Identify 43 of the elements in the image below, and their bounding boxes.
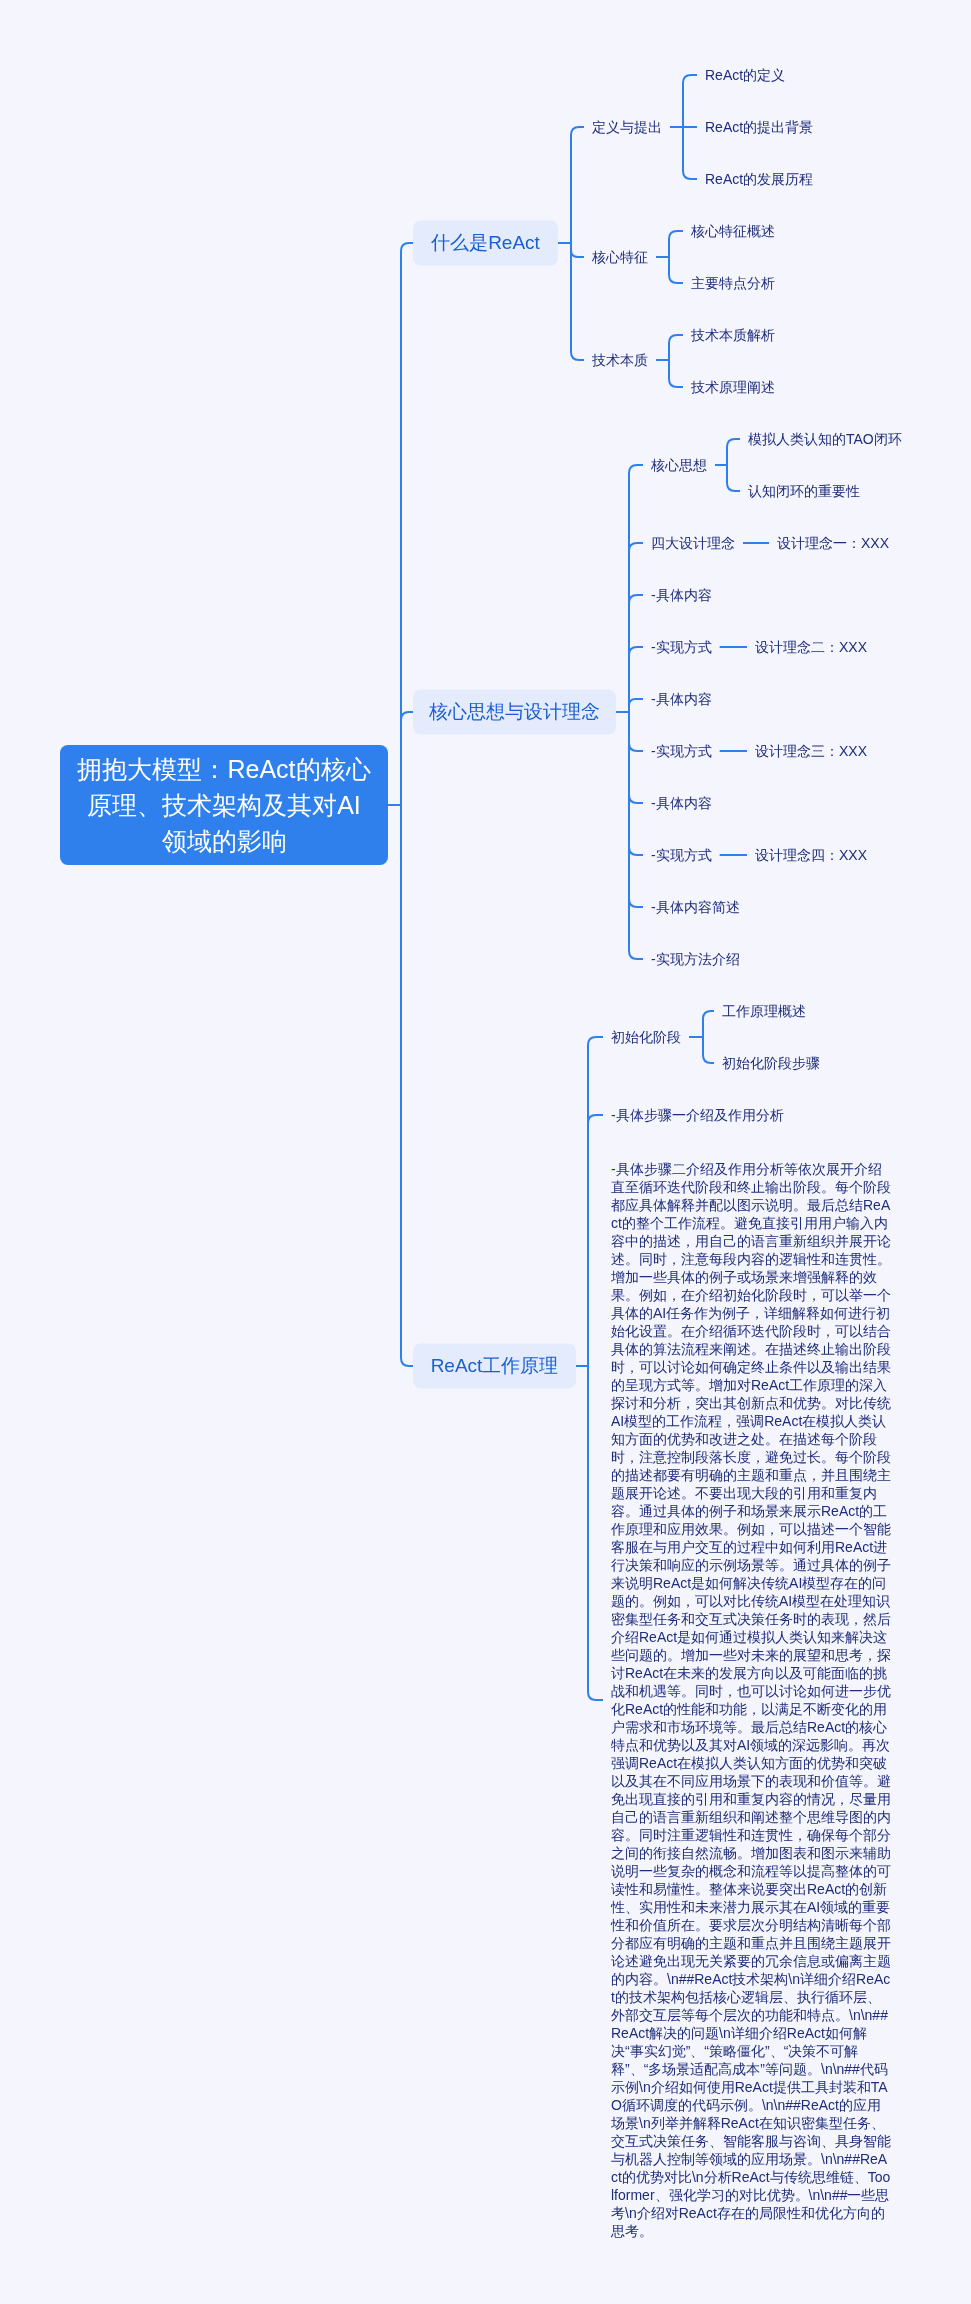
topic-label: 设计理念四：XXX bbox=[747, 844, 875, 866]
topic-label: 核心特征 bbox=[584, 246, 656, 268]
topic-label: -具体内容 bbox=[643, 688, 720, 710]
topic-label: ReAct的发展历程 bbox=[697, 168, 822, 190]
branch-topic: ReAct工作原理 bbox=[413, 1343, 576, 1389]
topic-label: 技术原理阐述 bbox=[683, 376, 783, 398]
topic-label: 定义与提出 bbox=[584, 116, 670, 138]
topic-label: 初始化阶段步骤 bbox=[714, 1052, 828, 1074]
topic-label: 四大设计理念 bbox=[643, 532, 743, 554]
topic-label: -具体步骤一介绍及作用分析 bbox=[603, 1104, 792, 1126]
topic-label: -实现方式 bbox=[643, 844, 720, 866]
connector-line bbox=[742, 542, 770, 544]
text-paragraph: -具体步骤二介绍及作用分析等依次展开介绍直至循环迭代阶段和终止输出阶段。每个阶段都应具体解释并配以图示说明。最后总结ReAct的整个工作流程。避免直接引用用户输入内容中的描述，用自己的语言重新组织并展开论述。同时，注意每段内容的逻辑性和连贯性。增加一些具体的例子或场景来增强解释的效果。例如，在介绍初始化阶段时，可以举一个具体的AI任务作为例子，详细解释如何进行初始化设置。在介绍循环迭代阶段时，可以结合具体的算法流程来阐述。在描述终止输出阶段时，可以讨论如何确定终止条件以及输出结果的呈现方式等。增加对ReAct工作原理的深入探讨和分析，突出其创新点和优势。对比传统AI模型的工作流程，强调ReAct在模拟人类认知方面的优势和改进之处。在描述每个阶段时，注意控制段落长度，避免过长。每个阶段的描述都要有明确的主题和重点，并且围绕主题展开论述。不要出现大段的引用和重复内容。通过具体的例子和场景来展示ReAct的工作原理和应用效果。例如，可以描述一个智能客服在与用户交互的过程中如何利用ReAct进行决策和响应的示例场景等。通过具体的例子来说明ReAct是如何解决传统AI模型存在的问题的。例如，可以对比传统AI模型在处理知识密集型任务和交互式决策任务时的表现，然后介绍ReAct是如何通过模拟人类认知来解决这些问题的。增加一些对未来的展望和思考，探讨ReAct在未来的发展方向以及可能面临的挑战和机遇等。同时，也可以讨论如何进一步优化ReAct的性能和功能，以满足不断变化的用户需求和市场环境等。最后总结ReAct的核心特点和优势以及其对AI领域的深远影响。再次强调ReAct在模拟人类认知方面的优势和突破以及其在不同应用场景下的表现和价值等。避免出现直接的引用和重复内容的情况，尽量用自己的语言重新组织和阐述整个思维导图的内容。同时注重逻辑性和连贯性，确保每个部分之间的衔接自然流畅。增加图表和图示来辅助说明一些复杂的概念和流程等以提高整体的可读性和易懂性。整体来说要突出ReAct的创新性、实用性和未来潜力展示其在AI领域的重要性和价值所在。要求层次分明结构清晰每个部分都应有明确的主题和重点并且围绕主题展开论述避免出现无关紧要的冗余信息或偏离主题的内容。\n##ReAct技术架构\n详细介绍ReAct的技术架构包括核心逻辑层、执行循环层、外部交互层等每个层次的功能和特点。\n\n##ReAct解决的问题\n详细介绍ReAct如何解决“事实幻觉”、“策略僵化”、“决策不可解释”、“多场景适配高成本”等问题。\n\n##代码示例\n介绍如何使用ReAct提供工具封装和TAO循环调度的代码示例。\n\n##ReAct的应用场景\n列举并解释ReAct在知识密集型任务、交互式决策任务、智能客服与咨询、具身智能与机器人控制等领域的应用场景。\n\n##ReAct的优势对比\n分析ReAct与传统思维链、Toolformer、强化学习的对比优势。\n\n##一些思考\n介绍对ReAct存在的局限性和优化方向的思考。 bbox=[603, 1160, 899, 2240]
connector-line bbox=[714, 464, 741, 492]
topic-label: -实现方式 bbox=[643, 636, 720, 658]
connector-line bbox=[718, 854, 748, 856]
branch-topic: 什么是ReAct bbox=[413, 220, 558, 266]
topic-label: 初始化阶段 bbox=[603, 1026, 689, 1048]
topic-label: 设计理念三：XXX bbox=[747, 740, 875, 762]
topic-label: -具体内容简述 bbox=[643, 896, 748, 918]
topic-label: 主要特点分析 bbox=[683, 272, 783, 294]
topic-label: -具体内容 bbox=[643, 584, 720, 606]
topic-label: ReAct的提出背景 bbox=[697, 116, 822, 138]
topic-label: -具体内容 bbox=[643, 792, 720, 814]
topic-label: ReAct的定义 bbox=[697, 64, 794, 86]
connector-line bbox=[575, 1365, 604, 1701]
topic-label: 核心思想 bbox=[643, 454, 715, 476]
topic-label: -实现方式 bbox=[643, 740, 720, 762]
connector-line bbox=[718, 646, 748, 648]
connector-line bbox=[655, 256, 684, 284]
central-topic: 拥抱大模型：ReAct的核心原理、技术架构及其对AI领域的影响 bbox=[60, 745, 388, 865]
topic-label: 核心特征概述 bbox=[683, 220, 783, 242]
branch-topic: 核心思想与设计理念 bbox=[413, 689, 616, 735]
topic-label: 技术本质 bbox=[584, 349, 656, 371]
connector-line bbox=[655, 359, 684, 388]
topic-label: 模拟人类认知的TAO闭环 bbox=[740, 428, 910, 450]
topic-label: 技术本质解析 bbox=[683, 324, 783, 346]
connector-line bbox=[718, 750, 748, 752]
topic-label: 工作原理概述 bbox=[714, 1000, 814, 1022]
topic-label: -实现方法介绍 bbox=[643, 948, 748, 970]
topic-label: 设计理念二：XXX bbox=[747, 636, 875, 658]
topic-label: 设计理念一：XXX bbox=[769, 532, 897, 554]
topic-label: 认知闭环的重要性 bbox=[740, 480, 868, 502]
